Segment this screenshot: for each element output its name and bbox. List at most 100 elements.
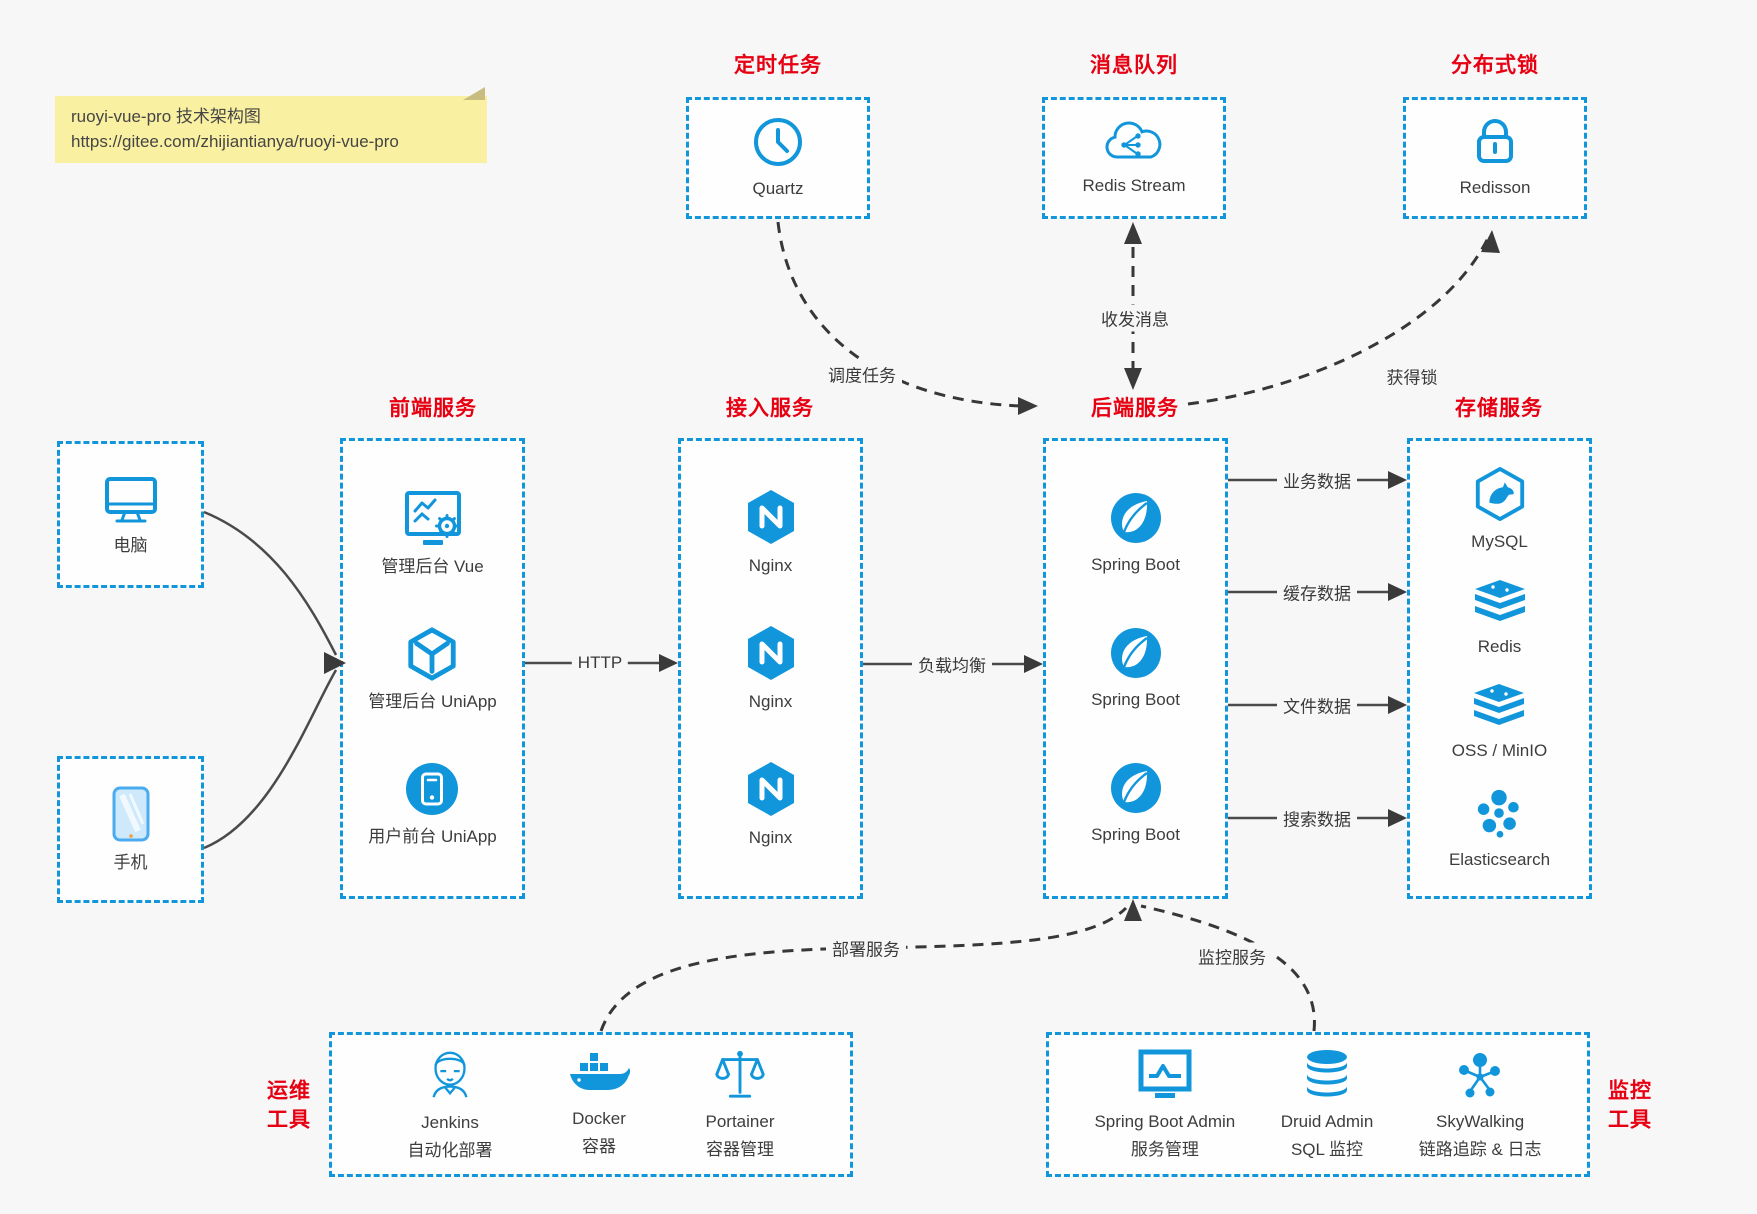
storage-box: MySQL Redis OSS / Mi: [1407, 438, 1592, 899]
client-item-phone: 手机: [109, 785, 153, 874]
spring-boot-icon: [1110, 762, 1161, 813]
backend-bottom-arrowhead: [1124, 899, 1142, 921]
frontend-item-admin-uniapp: 管理后台 UniApp: [368, 626, 497, 713]
http-arrowhead: [659, 654, 678, 672]
item-label: SkyWalking: [1436, 1112, 1525, 1132]
item-sublabel: 链路追踪 & 日志: [1418, 1139, 1542, 1159]
item-label: 手机: [113, 852, 148, 872]
title-frontend: 前端服务: [389, 397, 477, 420]
load-balance-arrowhead: [1024, 655, 1043, 673]
storage-item-elasticsearch: Elasticsearch: [1449, 788, 1550, 871]
item-sublabel: SQL 监控: [1290, 1139, 1364, 1159]
file-arrowhead: [1388, 696, 1407, 714]
scheduler-box: Quartz: [686, 97, 870, 219]
lock-icon: [1477, 119, 1513, 164]
monitoring-box: Spring Boot Admin 服务管理 Druid Admin SQL 监…: [1046, 1032, 1590, 1177]
devops-item-jenkins: Jenkins 自动化部署: [408, 1047, 493, 1161]
gateway-box: Nginx Nginx Nginx: [678, 438, 863, 899]
item-label: Redis: [1477, 636, 1522, 656]
item-label: Quartz: [752, 179, 804, 199]
business-arrowhead: [1388, 471, 1407, 489]
item-label: Nginx: [748, 827, 793, 847]
monitoring-item-druid-admin: Druid Admin SQL 监控: [1280, 1048, 1374, 1160]
item-sublabel: 容器管理: [705, 1139, 774, 1159]
backend-item-spring-boot-3: Spring Boot: [1091, 761, 1180, 846]
monitoring-item-skywalking: SkyWalking 链路追踪 & 日志: [1419, 1048, 1542, 1160]
phone-icon: [112, 786, 149, 842]
backend-item-spring-boot-2: Spring Boot: [1091, 626, 1180, 711]
title-lock: 分布式锁: [1451, 54, 1539, 77]
devops-item-portainer: Portainer 容器管理: [705, 1048, 775, 1160]
backend-item-spring-boot-1: Spring Boot: [1091, 491, 1180, 576]
lock-item-redisson: Redisson: [1459, 116, 1531, 199]
spring-boot-icon: [1110, 627, 1161, 678]
item-label: Redisson: [1459, 178, 1531, 198]
title-backend: 后端服务: [1091, 397, 1179, 420]
elasticsearch-icon: [1478, 789, 1520, 838]
monitoring-item-spring-boot-admin: Spring Boot Admin 服务管理: [1094, 1048, 1235, 1160]
portainer-icon: [715, 1051, 765, 1099]
client-pc-box: 电脑: [57, 441, 204, 588]
message-up-arrowhead: [1124, 222, 1142, 244]
edge-label-file-data: 文件数据: [1277, 691, 1357, 719]
sticky-note: ruoyi-vue-pro 技术架构图 https://gitee.com/zh…: [55, 87, 487, 163]
title-mq: 消息队列: [1090, 54, 1178, 77]
item-label: Jenkins: [421, 1113, 479, 1133]
edge-label-acquire-lock: 获得锁: [1380, 362, 1444, 390]
cloud-share-icon: [1105, 122, 1162, 159]
item-label: OSS / MinIO: [1451, 741, 1548, 761]
storage-item-oss-minio: OSS / MinIO: [1452, 683, 1547, 762]
edge-label-schedule-task: 调度任务: [822, 360, 902, 388]
devops-box: Jenkins 自动化部署 Docker 容器: [329, 1032, 853, 1177]
title-storage: 存储服务: [1455, 397, 1543, 420]
druid-icon: [1306, 1050, 1347, 1097]
mq-box: Redis Stream: [1042, 97, 1226, 219]
storage-item-redis: Redis: [1471, 579, 1529, 658]
scheduler-item-quartz: Quartz: [751, 115, 805, 200]
item-label: Nginx: [748, 691, 793, 711]
backend-box: Spring Boot Spring Boot Spring Boot: [1043, 438, 1228, 899]
edge-label-load-balance: 负载均衡: [912, 650, 992, 678]
message-down-arrowhead: [1124, 368, 1142, 390]
cache-arrowhead: [1388, 583, 1407, 601]
devops-item-docker: Docker 容器: [568, 1051, 630, 1157]
frontend-item-admin-vue: 管理后台 Vue: [381, 489, 484, 578]
schedule-arrowhead: [1018, 397, 1038, 415]
item-label: Spring Boot: [1091, 554, 1180, 574]
user-app-icon: [406, 762, 459, 815]
item-label: Portainer: [705, 1112, 775, 1132]
phone-to-frontend-line: [203, 669, 338, 850]
item-sublabel: 容器: [582, 1136, 616, 1156]
item-label: Spring Boot Admin: [1094, 1112, 1236, 1132]
edge-label-http: HTTP: [571, 652, 629, 674]
deploy-service-line: [599, 906, 1128, 1032]
edge-label-deploy-service: 部署服务: [826, 934, 906, 962]
edge-label-cache-data: 缓存数据: [1277, 578, 1357, 606]
nginx-icon: [747, 761, 794, 816]
item-label: 管理后台 UniApp: [368, 691, 497, 711]
item-sublabel: 服务管理: [1130, 1139, 1199, 1159]
edge-label-monitor-service: 监控服务: [1192, 942, 1272, 970]
jenkins-icon: [432, 1052, 468, 1098]
client-item-pc: 电脑: [101, 472, 161, 557]
edge-label-business-data: 业务数据: [1277, 466, 1357, 494]
nginx-icon: [747, 489, 794, 544]
spring-boot-icon: [1110, 492, 1161, 543]
clock-icon: [754, 118, 802, 167]
item-label: 用户前台 UniApp: [368, 826, 497, 846]
frontend-item-user-uniapp: 用户前台 UniApp: [368, 761, 497, 848]
item-sublabel: 自动化部署: [407, 1140, 493, 1160]
edge-label-search-data: 搜索数据: [1277, 804, 1357, 832]
storage-item-mysql: MySQL: [1471, 466, 1528, 553]
note-url: https://gitee.com/zhijiantianya/ruoyi-vu…: [71, 131, 399, 151]
edge-label-send-receive-message: 收发消息: [1095, 304, 1175, 332]
nginx-icon: [747, 625, 794, 680]
gateway-item-nginx-3: Nginx: [745, 760, 797, 849]
gateway-item-nginx-2: Nginx: [745, 624, 797, 713]
item-label: Druid Admin: [1280, 1112, 1374, 1132]
lock-arrowhead: [1481, 230, 1500, 253]
client-phone-box: 手机: [57, 756, 204, 903]
title-gateway: 接入服务: [726, 397, 814, 420]
note-fold-corner: [463, 87, 485, 100]
